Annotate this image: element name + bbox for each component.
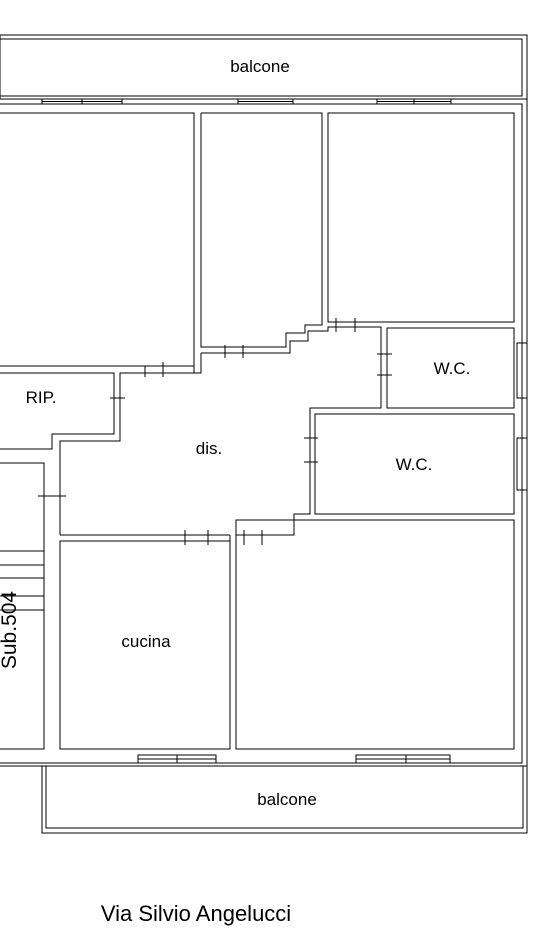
window-bottom-right: [355, 754, 451, 764]
room-wc-upper: [386, 327, 515, 409]
label-balcone-top: balcone: [230, 57, 290, 76]
window-top-right: [376, 98, 452, 105]
room-cucina: [59, 540, 231, 750]
street-name: Via Silvio Angelucci: [101, 901, 291, 926]
room-wc-lower: [314, 413, 515, 515]
window-bottom-left: [137, 754, 217, 764]
label-dis: dis.: [196, 439, 222, 458]
label-rip: RIP.: [26, 388, 57, 407]
room-bedroom-right: [327, 112, 515, 323]
label-wc-lower: W.C.: [396, 455, 433, 474]
room-bedroom-left: [0, 112, 195, 367]
windows: [41, 98, 528, 764]
outer-walls: [0, 98, 528, 767]
room-rip: [0, 372, 115, 450]
window-wc-upper: [516, 342, 528, 399]
room-bedroom-center: [200, 112, 323, 348]
stair-area: [0, 462, 45, 750]
window-top-center: [237, 98, 294, 105]
label-sub-504: Sub.504: [0, 591, 21, 670]
label-balcone-bottom: balcone: [257, 790, 317, 809]
room-bedroom-bottom: [235, 519, 515, 750]
window-wc-lower: [516, 437, 528, 491]
label-wc-upper: W.C.: [434, 359, 471, 378]
door-markers: [38, 318, 392, 545]
label-cucina: cucina: [121, 632, 171, 651]
window-top-left: [41, 98, 123, 105]
